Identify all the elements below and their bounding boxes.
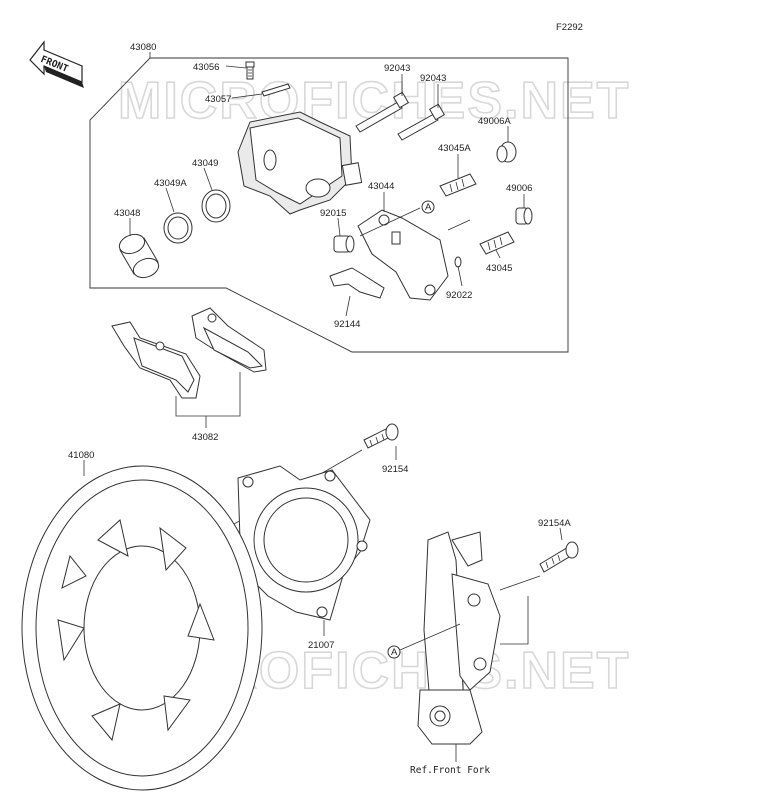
label-43057: 43057 [205,94,231,105]
label-92144: 92144 [334,319,360,330]
label-92043-a: 92043 [384,63,410,74]
label-43049A: 43049A [154,178,187,189]
boot-upper [496,141,517,163]
label-43049: 43049 [192,158,218,169]
label-43048: 43048 [114,208,140,219]
ref-front-fork-label: Ref.Front Fork [410,765,490,776]
label-92022: 92022 [446,290,472,301]
sensor-rotor [237,465,371,621]
label-43045A: 43045A [438,143,471,154]
slide-pin-lower [479,231,515,255]
slide-pin-upper [439,173,477,197]
diagram-code: F2292 [556,22,583,33]
brake-disc [21,465,263,791]
boot-lower [515,207,533,225]
label-92154: 92154 [382,464,408,475]
callout-letter-lower: A [391,647,398,658]
piston-seal [201,189,231,223]
dust-seal [163,212,193,244]
pad-spring [329,267,385,299]
label-43080: 43080 [130,42,156,53]
bleeder-cap [261,83,291,97]
pad-pin-1 [355,91,410,133]
label-43044: 43044 [368,181,394,192]
label-43056: 43056 [193,62,219,73]
caliper-bracket [357,209,449,301]
piston [118,233,160,279]
brake-pad-left [111,321,201,399]
label-92043-b: 92043 [420,73,446,84]
label-49006: 49006 [506,183,532,194]
caliper-assembly-boundary [89,57,569,353]
front-arrow-icon: FRONT [29,40,84,88]
caliper-body [237,111,363,215]
label-21007: 21007 [308,640,334,651]
label-92154A: 92154A [538,518,571,529]
label-49006A: 49006A [478,116,511,127]
label-43082: 43082 [192,432,218,443]
brake-pad-right [191,307,267,373]
bleeder-valve [245,61,255,80]
pad-pin-2 [397,103,446,141]
disc-bolt [363,423,399,449]
caliper-mount-bolt [539,541,579,573]
label-41080: 41080 [68,450,94,461]
circlip [454,256,462,268]
bushing [333,235,355,253]
callout-letter-upper: A [425,202,432,213]
label-92015: 92015 [320,208,346,219]
callout-marker-lower [387,645,401,659]
label-43045: 43045 [486,263,512,274]
callout-marker-upper [421,200,435,214]
front-fork [417,531,501,745]
